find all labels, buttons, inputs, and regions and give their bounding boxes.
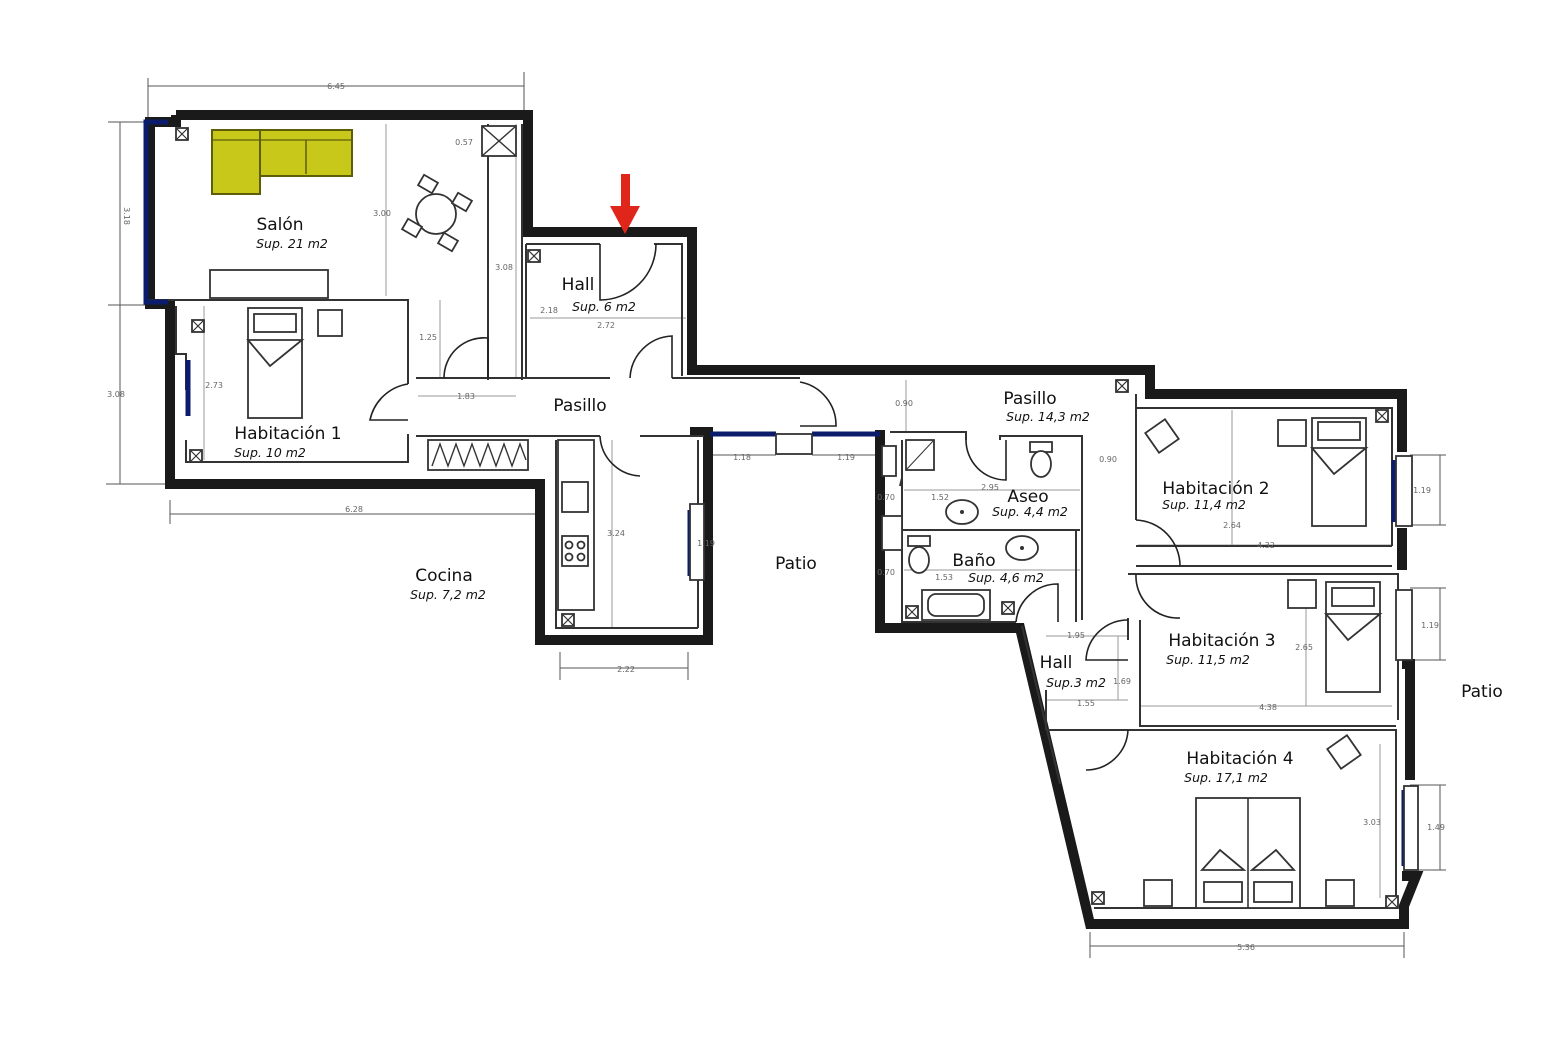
dimension-label: 2.64 bbox=[1223, 521, 1241, 530]
nightstand-icon bbox=[1143, 879, 1173, 907]
partitions bbox=[148, 124, 1399, 909]
single-bed-icon bbox=[246, 307, 305, 419]
room-area-habitacion-3: Sup. 11,5 m2 bbox=[1166, 652, 1250, 667]
room-area-hall-2: Sup.3 m2 bbox=[1046, 675, 1106, 690]
patio-label: Patio bbox=[775, 554, 817, 574]
dimension-label: 1.19 bbox=[837, 453, 855, 462]
dimension-label: 2.22 bbox=[617, 665, 635, 674]
dining-table-icon bbox=[400, 173, 474, 253]
furniture bbox=[175, 125, 1399, 909]
dimension-label: 5.36 bbox=[1237, 943, 1255, 952]
dimension-label: 1.52 bbox=[931, 493, 949, 502]
nightstand-icon bbox=[317, 309, 343, 337]
room-area-pasillo-2: Sup. 14,3 m2 bbox=[1006, 409, 1090, 424]
room-name-habitacion-1: Habitación 1 bbox=[234, 424, 341, 444]
entry-door bbox=[599, 243, 657, 301]
single-bed-icon bbox=[1324, 581, 1383, 693]
sink-icon bbox=[1005, 535, 1039, 561]
dimension-label: 2.73 bbox=[205, 381, 223, 390]
dimension-label: 1.19 bbox=[1421, 621, 1439, 630]
window-sills bbox=[689, 433, 1419, 871]
room-area-bano: Sup. 4,6 m2 bbox=[968, 570, 1044, 585]
single-bed-icon bbox=[1310, 417, 1369, 527]
dimension-labels: 6.45 3.18 3.08 3.00 3.08 0.57 1.25 2.73 … bbox=[107, 82, 1445, 952]
dimension-label: 1.55 bbox=[1077, 699, 1095, 708]
room-area-hall: Sup. 6 m2 bbox=[572, 299, 636, 314]
dimension-label: 3.24 bbox=[607, 529, 625, 538]
toilet-icon bbox=[1029, 441, 1053, 478]
room-area-aseo: Sup. 4,4 m2 bbox=[992, 504, 1068, 519]
nightstand-icon bbox=[1287, 579, 1317, 609]
dimension-label: 0.90 bbox=[1099, 455, 1117, 464]
room-name-hall-2: Hall bbox=[1040, 653, 1073, 673]
room-name-pasillo-2: Pasillo bbox=[1003, 389, 1056, 409]
room-name-cocina: Cocina bbox=[415, 566, 473, 586]
dimension-label: 2.72 bbox=[597, 321, 615, 330]
sink-icon bbox=[945, 499, 979, 525]
dimension-label: 0.70 bbox=[877, 568, 895, 577]
wardrobe-icon bbox=[427, 439, 529, 471]
armchair-icon bbox=[1326, 734, 1362, 770]
toilet-icon bbox=[907, 535, 931, 574]
room-name-habitacion-4: Habitación 4 bbox=[1186, 749, 1293, 769]
dimension-label: 1.83 bbox=[457, 392, 475, 401]
dimension-label: 0.57 bbox=[455, 138, 473, 147]
doors bbox=[369, 243, 1181, 771]
dimension-label: 1.49 bbox=[1427, 823, 1445, 832]
room-area-salon: Sup. 21 m2 bbox=[256, 236, 328, 251]
entry-arrow-icon bbox=[610, 174, 640, 234]
dimension-label: 2.65 bbox=[1295, 643, 1313, 652]
room-area-habitacion-2: Sup. 11,4 m2 bbox=[1162, 497, 1246, 512]
dimension-label: 0.70 bbox=[877, 493, 895, 502]
dimension-label: 0.90 bbox=[895, 399, 913, 408]
dimension-label: 3.00 bbox=[373, 209, 391, 218]
room-name-pasillo-1: Pasillo bbox=[553, 396, 606, 416]
kitchen-counter-icon bbox=[557, 439, 595, 611]
patio-label: Patio bbox=[1461, 682, 1503, 702]
dimension-label: 6.45 bbox=[327, 82, 345, 91]
dimension-label: 2.18 bbox=[540, 306, 558, 315]
tv-cabinet-icon bbox=[209, 269, 329, 299]
room-name-salon: Salón bbox=[256, 215, 303, 235]
double-bed-icon bbox=[1195, 797, 1301, 909]
room-name-hall: Hall bbox=[562, 275, 595, 295]
dimension-label: 3.08 bbox=[495, 263, 513, 272]
room-area-habitacion-1: Sup. 10 m2 bbox=[234, 445, 306, 460]
room-labels: Salón Sup. 21 m2 Hall Sup. 6 m2 Habitaci… bbox=[234, 215, 1503, 785]
dimension-label: 4.32 bbox=[1257, 541, 1275, 550]
dimension-label: 1.95 bbox=[1067, 631, 1085, 640]
dimension-label: 3.08 bbox=[107, 390, 125, 399]
room-name-bano: Baño bbox=[952, 551, 995, 571]
sofa-icon bbox=[211, 129, 353, 195]
room-name-habitacion-3: Habitación 3 bbox=[1168, 631, 1275, 651]
bathtub-icon bbox=[921, 589, 991, 621]
dimension-label: 1.19 bbox=[697, 539, 715, 548]
dimension-label: 4.38 bbox=[1259, 703, 1277, 712]
room-area-habitacion-4: Sup. 17,1 m2 bbox=[1184, 770, 1268, 785]
column-marker-icon bbox=[175, 127, 1399, 909]
dimension-label: 1.19 bbox=[1413, 486, 1431, 495]
room-name-habitacion-2: Habitación 2 bbox=[1162, 479, 1269, 499]
dimension-label: 2.95 bbox=[981, 483, 999, 492]
dimension-label: 1.69 bbox=[1113, 677, 1131, 686]
shower-icon bbox=[905, 439, 935, 471]
dimension-label: 1.25 bbox=[419, 333, 437, 342]
dimension-lines bbox=[106, 72, 1446, 958]
nightstand-icon bbox=[1277, 419, 1307, 447]
dimension-label: 6.28 bbox=[345, 505, 363, 514]
armchair-icon bbox=[1144, 418, 1180, 454]
room-area-cocina: Sup. 7,2 m2 bbox=[410, 587, 486, 602]
dimension-label: 3.03 bbox=[1363, 818, 1381, 827]
dimension-label: 1.18 bbox=[733, 453, 751, 462]
nightstand-icon bbox=[1325, 879, 1355, 907]
dimension-label: 1.53 bbox=[935, 573, 953, 582]
dimension-label: 3.18 bbox=[122, 207, 131, 225]
shaft-icon bbox=[481, 125, 517, 157]
room-name-aseo: Aseo bbox=[1007, 487, 1048, 507]
